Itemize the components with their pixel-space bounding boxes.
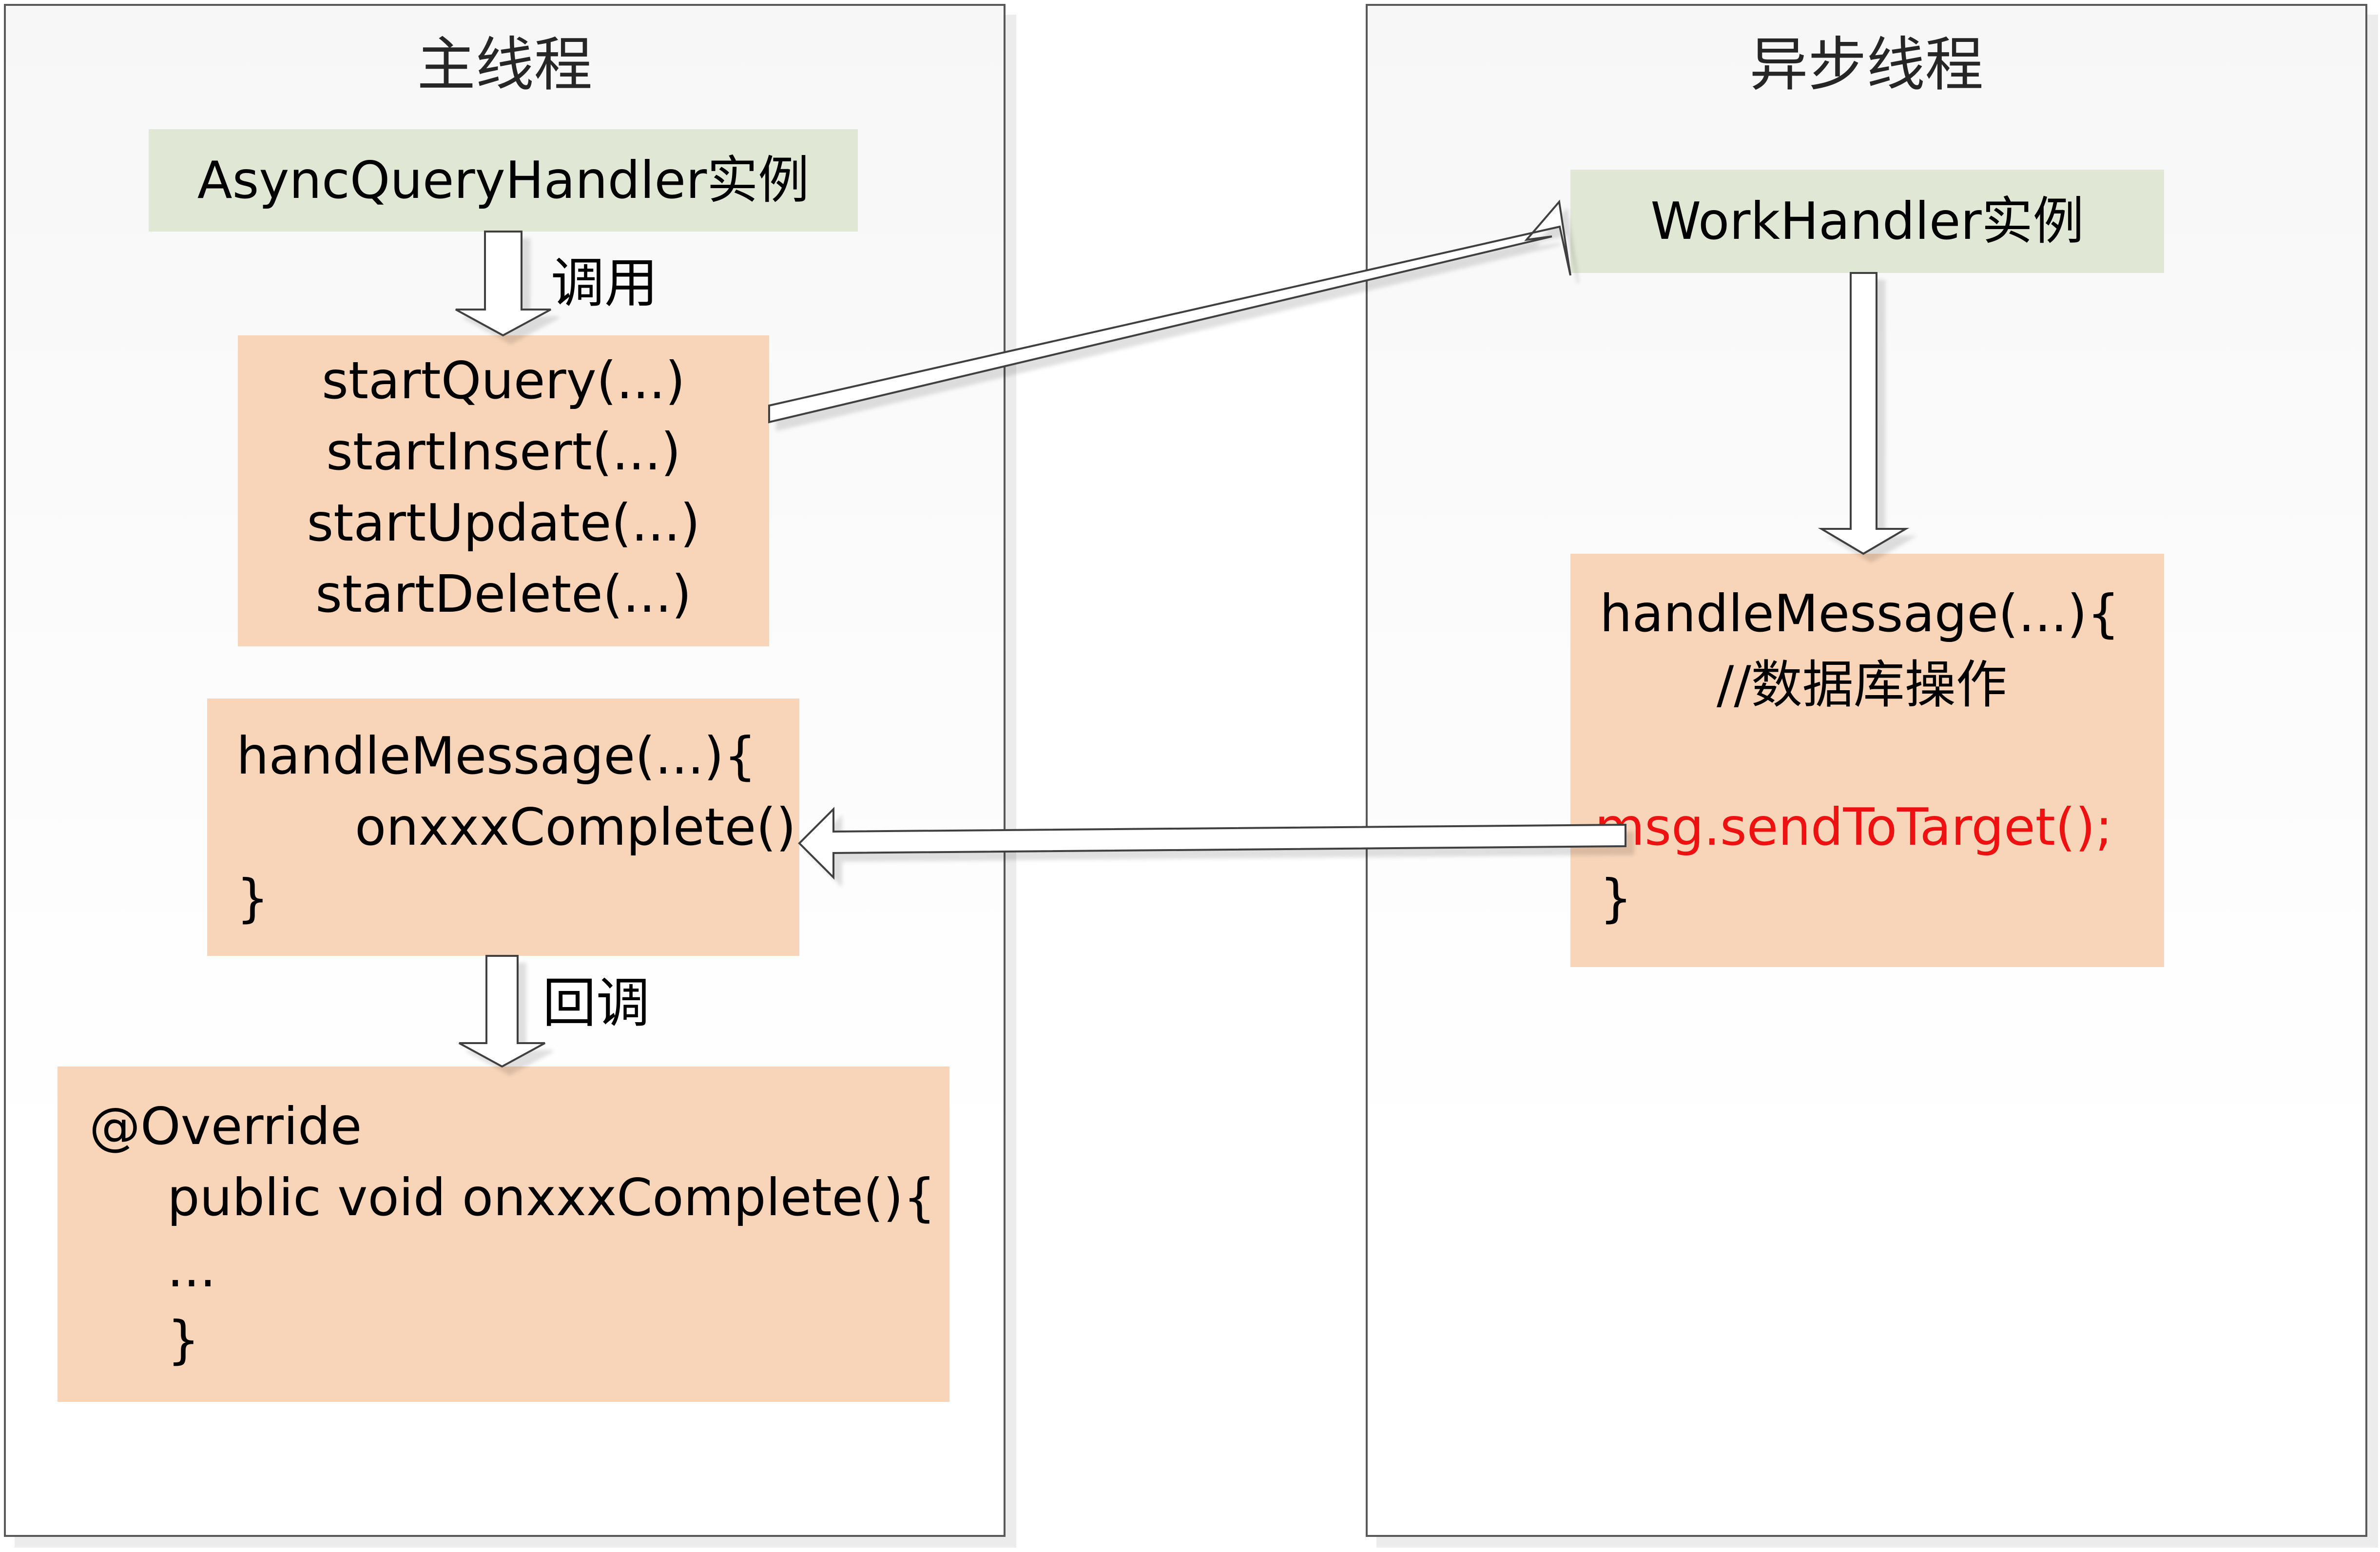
override-annotation: @Override (89, 1097, 362, 1156)
override-method-body: ... (167, 1239, 216, 1299)
async-handle-message-box: handleMessage(...){ //数据库操作 msg.sendToTa… (1570, 554, 2164, 967)
main-handle-message-close: } (236, 869, 269, 928)
send-to-target-call: msg.sendToTarget(); (1595, 797, 2113, 857)
main-handle-message-box: handleMessage(...){ onxxxComplete() } (207, 698, 799, 956)
async-query-handler-box: AsyncQueryHandler实例 (149, 129, 858, 232)
start-method-item: startInsert(...) (326, 422, 681, 482)
override-block: @Override public void onxxxComplete(){ .… (58, 1067, 949, 1402)
callback-label: 回调 (542, 972, 650, 1034)
work-handler-label: WorkHandler实例 (1650, 192, 2084, 251)
override-method-signature: public void onxxxComplete(){ (167, 1168, 936, 1227)
async-handle-message-close: } (1600, 869, 1632, 928)
main-handle-message-header: handleMessage(...){ (236, 726, 756, 786)
main-on-complete-call: onxxxComplete() (355, 797, 796, 857)
database-operation-comment: //数据库操作 (1717, 655, 2007, 715)
async-query-handler-label: AsyncQueryHandler实例 (197, 151, 810, 210)
start-method-item: startQuery(...) (322, 351, 685, 410)
start-method-item: startDelete(...) (315, 564, 692, 624)
call-label: 调用 (551, 252, 658, 314)
main-thread-title: 主线程 (417, 31, 593, 99)
override-method-close: } (167, 1310, 200, 1370)
async-handle-message-header: handleMessage(...){ (1600, 584, 2120, 643)
start-methods-box: startQuery(...) startInsert(...) startUp… (238, 335, 769, 646)
async-thread-title: 异步线程 (1749, 31, 1984, 99)
work-handler-box: WorkHandler实例 (1570, 170, 2164, 273)
start-method-item: startUpdate(...) (307, 493, 700, 553)
